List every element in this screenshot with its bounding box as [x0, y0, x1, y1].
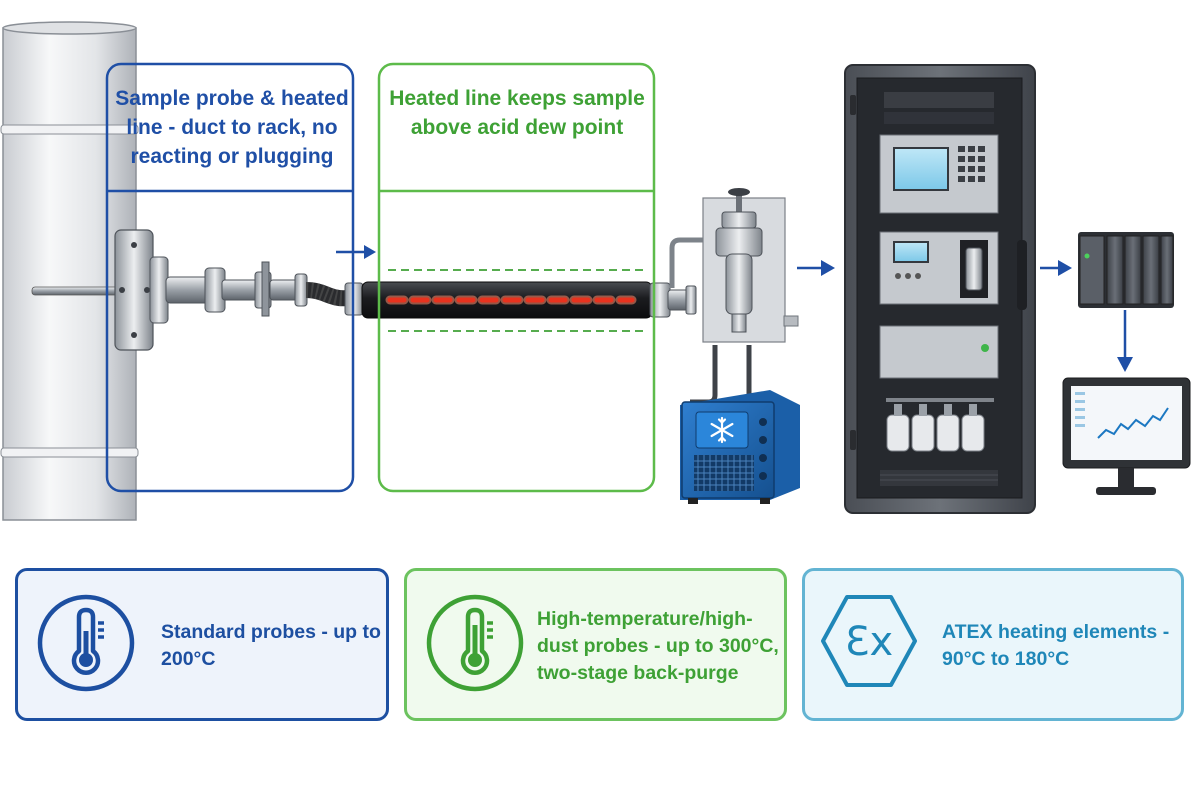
thermometer-icon	[426, 594, 524, 692]
card-high-temp-text: High-temperature/high-dust probes - up t…	[537, 599, 787, 693]
arrow-right-icon	[336, 245, 376, 259]
snowflake-icon	[710, 416, 734, 444]
analyser-module-3	[879, 325, 999, 379]
plc-controller	[1078, 232, 1174, 308]
analyser-module-2	[879, 231, 999, 305]
arrow-down-icon	[1117, 310, 1133, 372]
card-standard-text: Standard probes - up to 200°C	[161, 599, 381, 693]
card-standard-label: Standard probes - up to 200°C	[161, 621, 381, 670]
analyser-cabinet	[844, 64, 1036, 514]
callout-heated-line-title: Heated line keeps sample above acid dew …	[389, 87, 645, 139]
monitor	[1062, 377, 1191, 495]
arrow-right-icon	[1040, 260, 1072, 276]
card-atex-label: ATEX heating elements - 90°C to 180°C	[942, 621, 1170, 670]
card-atex-heating: Ɛx ATEX heating elements - 90°C to 180°C	[802, 568, 1184, 721]
card-standard-probes: Standard probes - up to 200°C	[15, 568, 389, 721]
sample-probe	[31, 229, 308, 351]
heated-line	[344, 237, 712, 319]
sample-bottles	[886, 398, 994, 452]
filter-unit	[690, 188, 799, 405]
chiller-unit	[680, 390, 800, 504]
thermometer-icon	[37, 594, 135, 692]
callout-heated-line	[377, 62, 656, 493]
atex-ex-icon: Ɛx	[821, 595, 917, 687]
callout-probe	[105, 62, 355, 493]
arrow-right-icon	[797, 260, 835, 276]
card-high-temp-probes: High-temperature/high-dust probes - up t…	[404, 568, 787, 721]
flex-hose	[305, 282, 349, 307]
analyser-module-1	[879, 134, 999, 214]
callout-probe-title: Sample probe & heated line - duct to rac…	[115, 87, 349, 168]
atex-ex-symbol: Ɛx	[845, 619, 893, 665]
card-high-temp-label: High-temperature/high-dust probes - up t…	[537, 607, 779, 684]
duct	[0, 21, 139, 521]
card-atex-text: ATEX heating elements - 90°C to 180°C	[942, 599, 1172, 693]
